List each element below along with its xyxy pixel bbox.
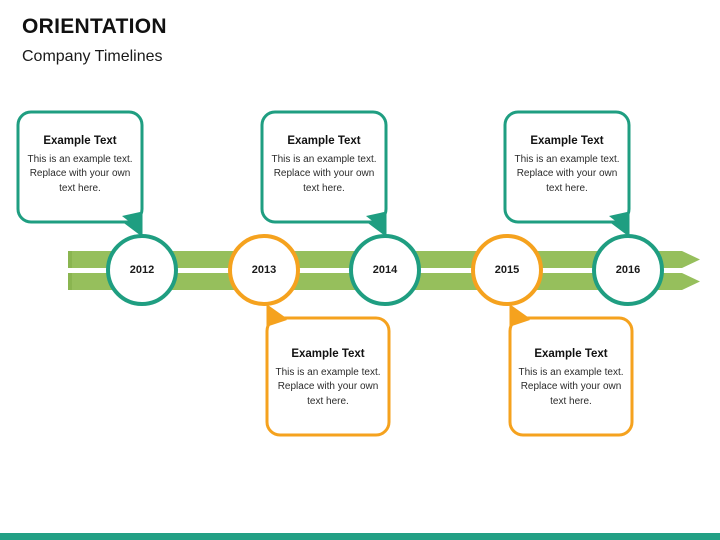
callout-2013-heading: Example Text [291,348,365,360]
callout-2013-text: Example Text This is an example text. Re… [274,348,382,409]
slide-header: ORIENTATION Company Timelines [22,15,522,66]
callout-2016-box [503,110,631,224]
milestone-circle-2015 [471,234,543,306]
milestone-label-2013[interactable]: 2013 [251,264,277,276]
page-subtitle: Company Timelines [22,48,163,66]
callout-2013-body: This is an example text. Replace with yo… [275,366,381,407]
callout-2014-body: This is an example text. Replace with yo… [271,153,377,194]
callout-2015-box [508,316,634,437]
callout-2013-shape[interactable] [265,304,391,437]
callout-2013-tail-fill [269,307,287,326]
callout-2014-shape[interactable] [260,110,388,237]
milestone-label-2012[interactable]: 2012 [129,264,155,276]
footer-accent-bar [0,533,720,540]
callout-2014-text: Example Text This is an example text. Re… [270,135,378,196]
callout-2012-shape[interactable] [16,110,144,237]
callout-2014-heading: Example Text [287,135,361,147]
callout-2016-heading: Example Text [530,135,604,147]
timeline-bar-lower-cap [68,273,72,290]
callout-2012-tail-fill [122,212,140,230]
milestone-circle-2013 [228,234,300,306]
callout-2015-heading: Example Text [534,348,608,360]
callout-2015-tail-fill [512,307,530,326]
callout-2016-body: This is an example text. Replace with yo… [514,153,620,194]
milestone-label-2015[interactable]: 2015 [494,264,520,276]
callout-2014-tail-fill [366,212,384,230]
timeline-bar-upper-cap [68,251,72,268]
callout-2012-text: Example Text This is an example text. Re… [26,135,134,196]
milestone-circle-2014 [349,234,421,306]
callout-2016-text: Example Text This is an example text. Re… [513,135,621,196]
milestone-label-2014[interactable]: 2014 [372,264,398,276]
milestone-label-2016[interactable]: 2016 [615,264,641,276]
callout-2012-box [16,110,144,224]
page-title: ORIENTATION [22,15,167,38]
callout-2015-text: Example Text This is an example text. Re… [517,348,625,409]
callout-2016-tail-fill [609,212,627,230]
milestone-circle-2016 [592,234,664,306]
callout-2014-box [260,110,388,224]
callout-2012-body: This is an example text. Replace with yo… [27,153,133,194]
callout-2012-heading: Example Text [43,135,117,147]
callout-2015-body: This is an example text. Replace with yo… [518,366,624,407]
callout-2015-shape[interactable] [508,304,634,437]
callout-2013-box [265,316,391,437]
milestone-circle-2012 [106,234,178,306]
callout-2016-shape[interactable] [503,110,631,237]
